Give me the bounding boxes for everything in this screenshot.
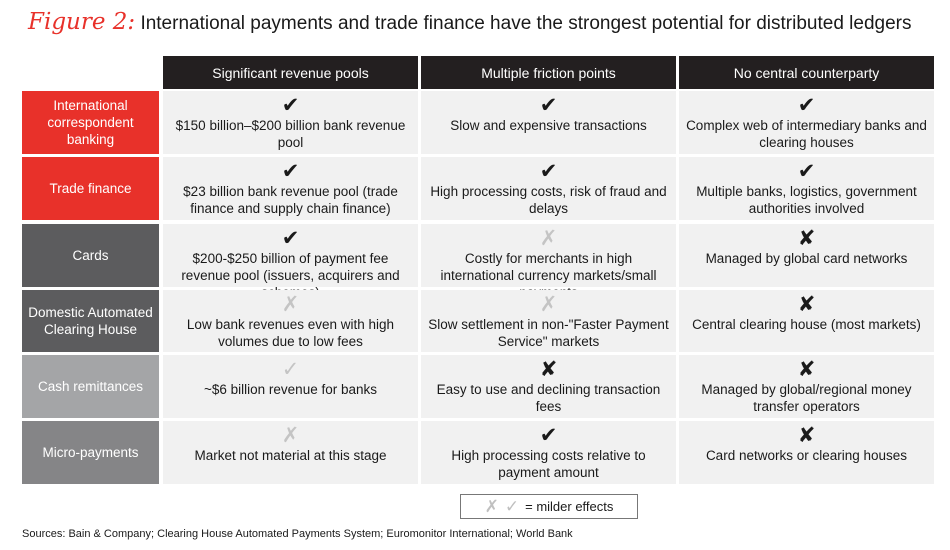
cell-text: $200-$250 billion of payment fee revenue… [181, 251, 400, 300]
matrix-cell: ✔High processing costs, risk of fraud an… [421, 157, 676, 220]
figure-title-text: International payments and trade finance… [140, 13, 912, 34]
cross-icon: ✘ [797, 293, 816, 316]
mild-cross-icon: ✗ [281, 293, 300, 316]
check-icon: ✔ [281, 160, 300, 183]
check-icon: ✔ [281, 94, 300, 117]
column-header-no-central-counterparty: No central counterparty [679, 56, 934, 89]
row-header: Domestic Automated Clearing House [22, 290, 159, 352]
check-icon: ✔ [797, 94, 816, 117]
cross-icon: ✘ [797, 358, 816, 381]
mild-cross-icon: ✗ [281, 424, 300, 447]
matrix-cell: ✗Slow settlement in non-"Faster Payment … [421, 290, 676, 352]
cell-text: Slow and expensive transactions [450, 118, 647, 133]
matrix-cell: ✔Slow and expensive transactions [421, 91, 676, 154]
cell-text: Multiple banks, logistics, government au… [696, 184, 917, 216]
matrix-cell: ✘Managed by global/regional money transf… [679, 355, 934, 418]
cell-text: Managed by global card networks [705, 251, 908, 266]
mild-cross-icon: ✗ [539, 293, 558, 316]
check-icon: ✔ [539, 424, 558, 447]
cell-text: Complex web of intermediary banks and cl… [686, 118, 927, 150]
mild-check-icon: ✓ [504, 496, 520, 516]
cell-text: ~$6 billion revenue for banks [204, 382, 377, 397]
matrix-cell: ✗Costly for merchants in high internatio… [421, 224, 676, 300]
mild-cross-icon: ✗ [484, 496, 499, 516]
matrix-cell: ✗Market not material at this stage [163, 421, 418, 484]
cell-text: High processing costs relative to paymen… [451, 448, 646, 480]
check-icon: ✔ [539, 94, 558, 117]
column-header-revenue-pools: Significant revenue pools [163, 56, 418, 89]
check-icon: ✔ [797, 160, 816, 183]
matrix-cell: ✘Managed by global card networks [679, 224, 934, 287]
row-header: International correspondent banking [22, 91, 159, 154]
cell-text: Managed by global/regional money transfe… [701, 382, 912, 414]
mild-cross-icon: ✗ [539, 227, 558, 250]
column-header-friction-points: Multiple friction points [421, 56, 676, 89]
row-header: Cards [22, 224, 159, 287]
cell-text: High processing costs, risk of fraud and… [430, 184, 667, 216]
row-header: Micro-payments [22, 421, 159, 484]
cell-text: Low bank revenues even with high volumes… [186, 317, 395, 349]
figure-title: Figure 2: International payments and tra… [28, 6, 938, 38]
matrix-cell: ✘Card networks or clearing houses [679, 421, 934, 484]
figure-label: Figure 2: [28, 9, 136, 35]
cross-icon: ✘ [539, 358, 558, 381]
matrix-cell: ✔High processing costs relative to payme… [421, 421, 676, 484]
matrix-cell: ✔Multiple banks, logistics, government a… [679, 157, 934, 220]
matrix-cell: ✔$23 billion bank revenue pool (trade fi… [163, 157, 418, 220]
matrix-cell: ✔$200-$250 billion of payment fee revenu… [163, 224, 418, 300]
row-header: Trade finance [22, 157, 159, 220]
cell-text: Central clearing house (most markets) [692, 317, 921, 332]
matrix-cell: ✓~$6 billion revenue for banks [163, 355, 418, 418]
legend-text: = milder effects [525, 499, 614, 514]
matrix-cell: ✔Complex web of intermediary banks and c… [679, 91, 934, 154]
cell-text: $150 billion–$200 billion bank revenue p… [175, 118, 406, 150]
sources-note: Sources: Bain & Company; Clearing House … [22, 528, 573, 540]
cell-text: Market not material at this stage [194, 448, 387, 463]
cell-text: Card networks or clearing houses [705, 448, 908, 463]
matrix-cell: ✘Easy to use and declining transaction f… [421, 355, 676, 418]
legend: ✗ ✓ = milder effects [460, 494, 638, 519]
mild-check-icon: ✓ [281, 358, 300, 381]
check-icon: ✔ [539, 160, 558, 183]
cell-text: Easy to use and declining transaction fe… [436, 382, 661, 414]
check-icon: ✔ [281, 227, 300, 250]
matrix-cell: ✔$150 billion–$200 billion bank revenue … [163, 91, 418, 154]
row-header: Cash remittances [22, 355, 159, 418]
cross-icon: ✘ [797, 424, 816, 447]
cross-icon: ✘ [797, 227, 816, 250]
matrix-cell: ✘Central clearing house (most markets) [679, 290, 934, 352]
cell-text: Slow settlement in non-"Faster Payment S… [428, 317, 669, 349]
cell-text: $23 billion bank revenue pool (trade fin… [183, 184, 398, 216]
matrix-cell: ✗Low bank revenues even with high volume… [163, 290, 418, 352]
